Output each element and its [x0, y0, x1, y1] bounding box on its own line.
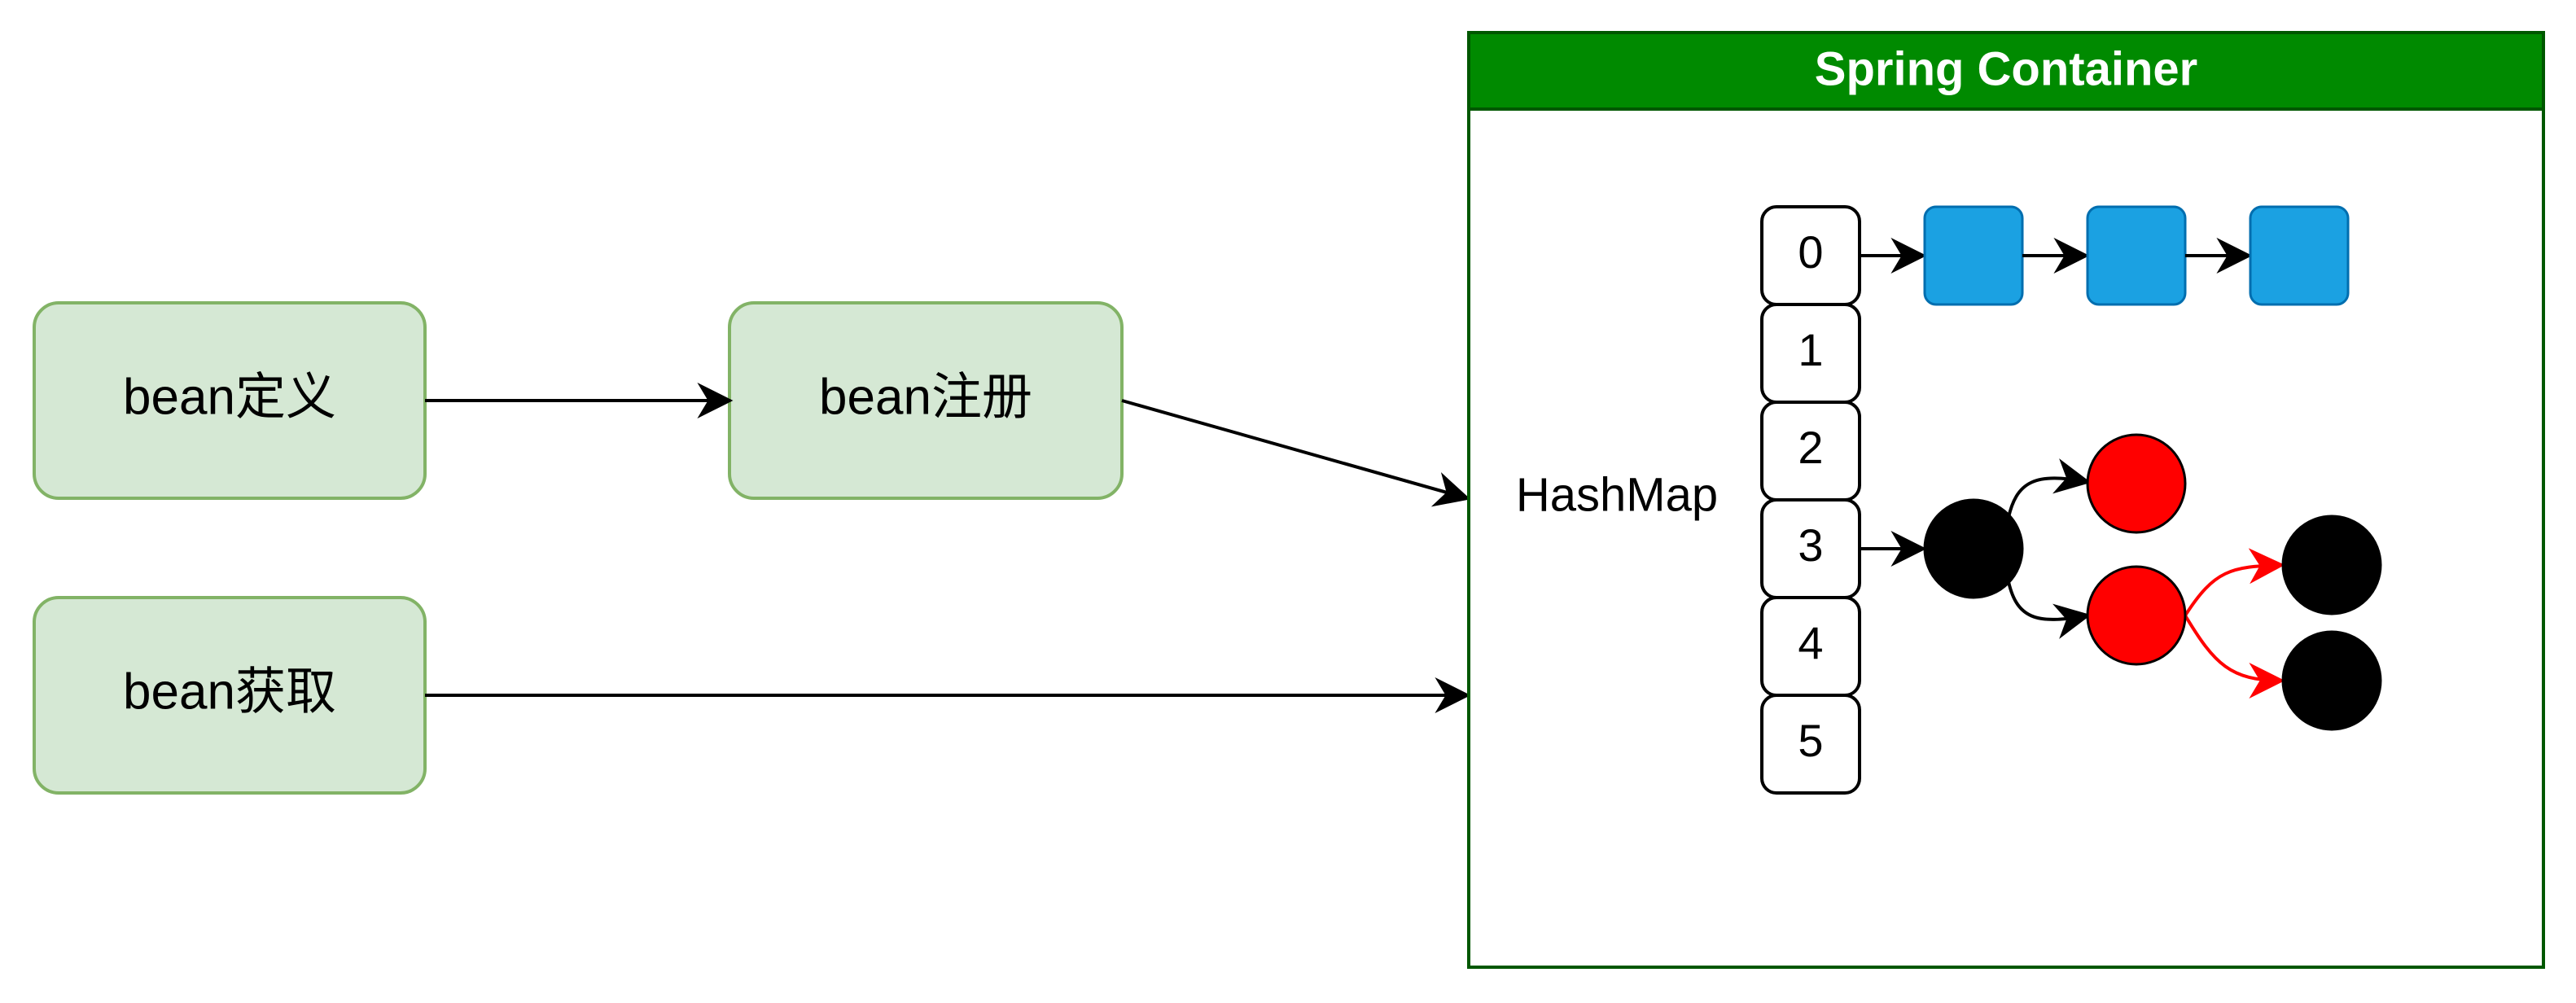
bucket-label: 5: [1798, 715, 1823, 766]
bean-register-label: bean注册: [819, 369, 1032, 425]
bean-get-node: bean获取: [33, 596, 427, 795]
tree-edge: [2006, 577, 2092, 639]
tree-edge: [2184, 548, 2285, 617]
container-title: Spring Container: [1815, 42, 2197, 95]
bean-define-label: bean定义: [123, 369, 336, 425]
register-to-container-arrow: [1121, 399, 1471, 507]
tree-edge: [2006, 458, 2092, 522]
hashmap-label: HashMap: [1516, 468, 1718, 521]
list-node: [2086, 205, 2187, 306]
bucket-label: 1: [1798, 324, 1823, 375]
bean-get-label: bean获取: [123, 664, 336, 720]
bucket-5: 5: [1760, 694, 1861, 795]
bucket-0: 0: [1760, 205, 1861, 306]
bucket-label: 0: [1798, 226, 1823, 278]
linked-list: [1860, 205, 2350, 306]
bucket-3: 3: [1760, 498, 1861, 599]
tree-node-red: [2086, 433, 2187, 534]
list-node: [2249, 205, 2350, 306]
bucket-label: 3: [1798, 519, 1823, 571]
bean-register-node: bean注册: [728, 301, 1124, 500]
tree-node-black: [2281, 515, 2382, 615]
bucket-2: 2: [1760, 401, 1861, 502]
bucket-1: 1: [1760, 303, 1861, 404]
tree-node-black: [1923, 498, 2024, 599]
list-node: [1923, 205, 2024, 306]
tree-edge: [2184, 614, 2285, 699]
bucket-label: 4: [1798, 617, 1823, 668]
red-black-tree: [1860, 433, 2382, 731]
container-header: [1467, 31, 2545, 111]
spring-container: Spring Container: [1467, 31, 2545, 969]
hashmap-buckets: 0 1 2 3 4 5: [1760, 205, 1861, 795]
tree-node-black: [2281, 630, 2382, 731]
bean-define-node: bean定义: [33, 301, 427, 500]
bucket-4: 4: [1760, 596, 1861, 697]
bucket-label: 2: [1798, 422, 1823, 473]
tree-node-red: [2086, 565, 2187, 666]
